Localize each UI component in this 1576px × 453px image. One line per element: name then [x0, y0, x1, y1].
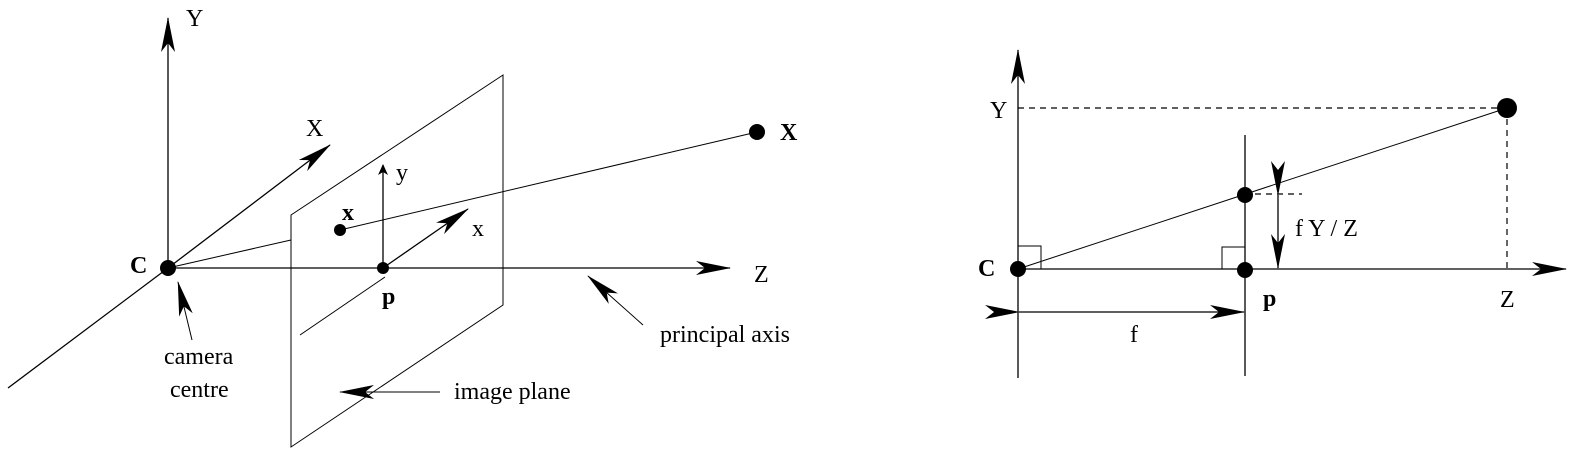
- principal-axis-pointer: [587, 275, 644, 326]
- right-principal-point-label: p: [1263, 286, 1276, 312]
- camera-x-axis-back: [7, 267, 169, 389]
- image-plane: [290, 74, 504, 448]
- world-point-label: X: [780, 120, 798, 146]
- right-camera-point: [1010, 261, 1026, 277]
- left-axis-x-label: X: [306, 116, 323, 142]
- projection-formula-label: f Y / Z: [1295, 216, 1358, 242]
- right-axis-y-label: Y: [990, 98, 1007, 124]
- image-plane-inner-line: [299, 276, 386, 336]
- principal-point: [377, 262, 389, 274]
- camera-centre-point: [160, 260, 176, 276]
- image-x-axis-label: x: [472, 216, 484, 242]
- camera-x-axis: [167, 144, 331, 269]
- image-y-axis-label: y: [396, 160, 408, 186]
- right-principal-point: [1237, 262, 1253, 278]
- image-plane-label: image plane: [454, 379, 571, 405]
- camera-centre-caption-2: centre: [170, 377, 229, 403]
- right-angle-mark-c: [1018, 245, 1042, 269]
- right-2d-projection-diagram: Y Z C p f f Y / Z: [978, 49, 1567, 378]
- image-point-label: x: [342, 200, 354, 226]
- principal-axis-label: principal axis: [660, 322, 790, 348]
- camera-centre-pointer: [177, 281, 193, 341]
- projection-ray-front: [167, 239, 292, 269]
- left-camera-label: C: [130, 253, 147, 279]
- left-axis-y-label: Y: [186, 6, 203, 32]
- left-axis-z-label: Z: [754, 262, 769, 288]
- right-projected-point: [1237, 187, 1253, 203]
- camera-centre-caption: camera: [164, 344, 234, 370]
- projection-ray: [339, 131, 758, 231]
- focal-length-label: f: [1130, 322, 1138, 348]
- right-angle-mark-p: [1221, 246, 1245, 269]
- right-axis-z-label: Z: [1500, 287, 1515, 313]
- world-point: [749, 124, 765, 140]
- right-world-point: [1497, 98, 1517, 118]
- image-point: [334, 224, 346, 236]
- left-principal-point-label: p: [382, 284, 395, 310]
- image-x-axis: [382, 208, 469, 269]
- left-3d-camera-diagram: Y X Z C X x p y x camera centre principa…: [7, 6, 798, 448]
- right-camera-label: C: [978, 256, 995, 282]
- right-projection-ray: [1017, 107, 1508, 270]
